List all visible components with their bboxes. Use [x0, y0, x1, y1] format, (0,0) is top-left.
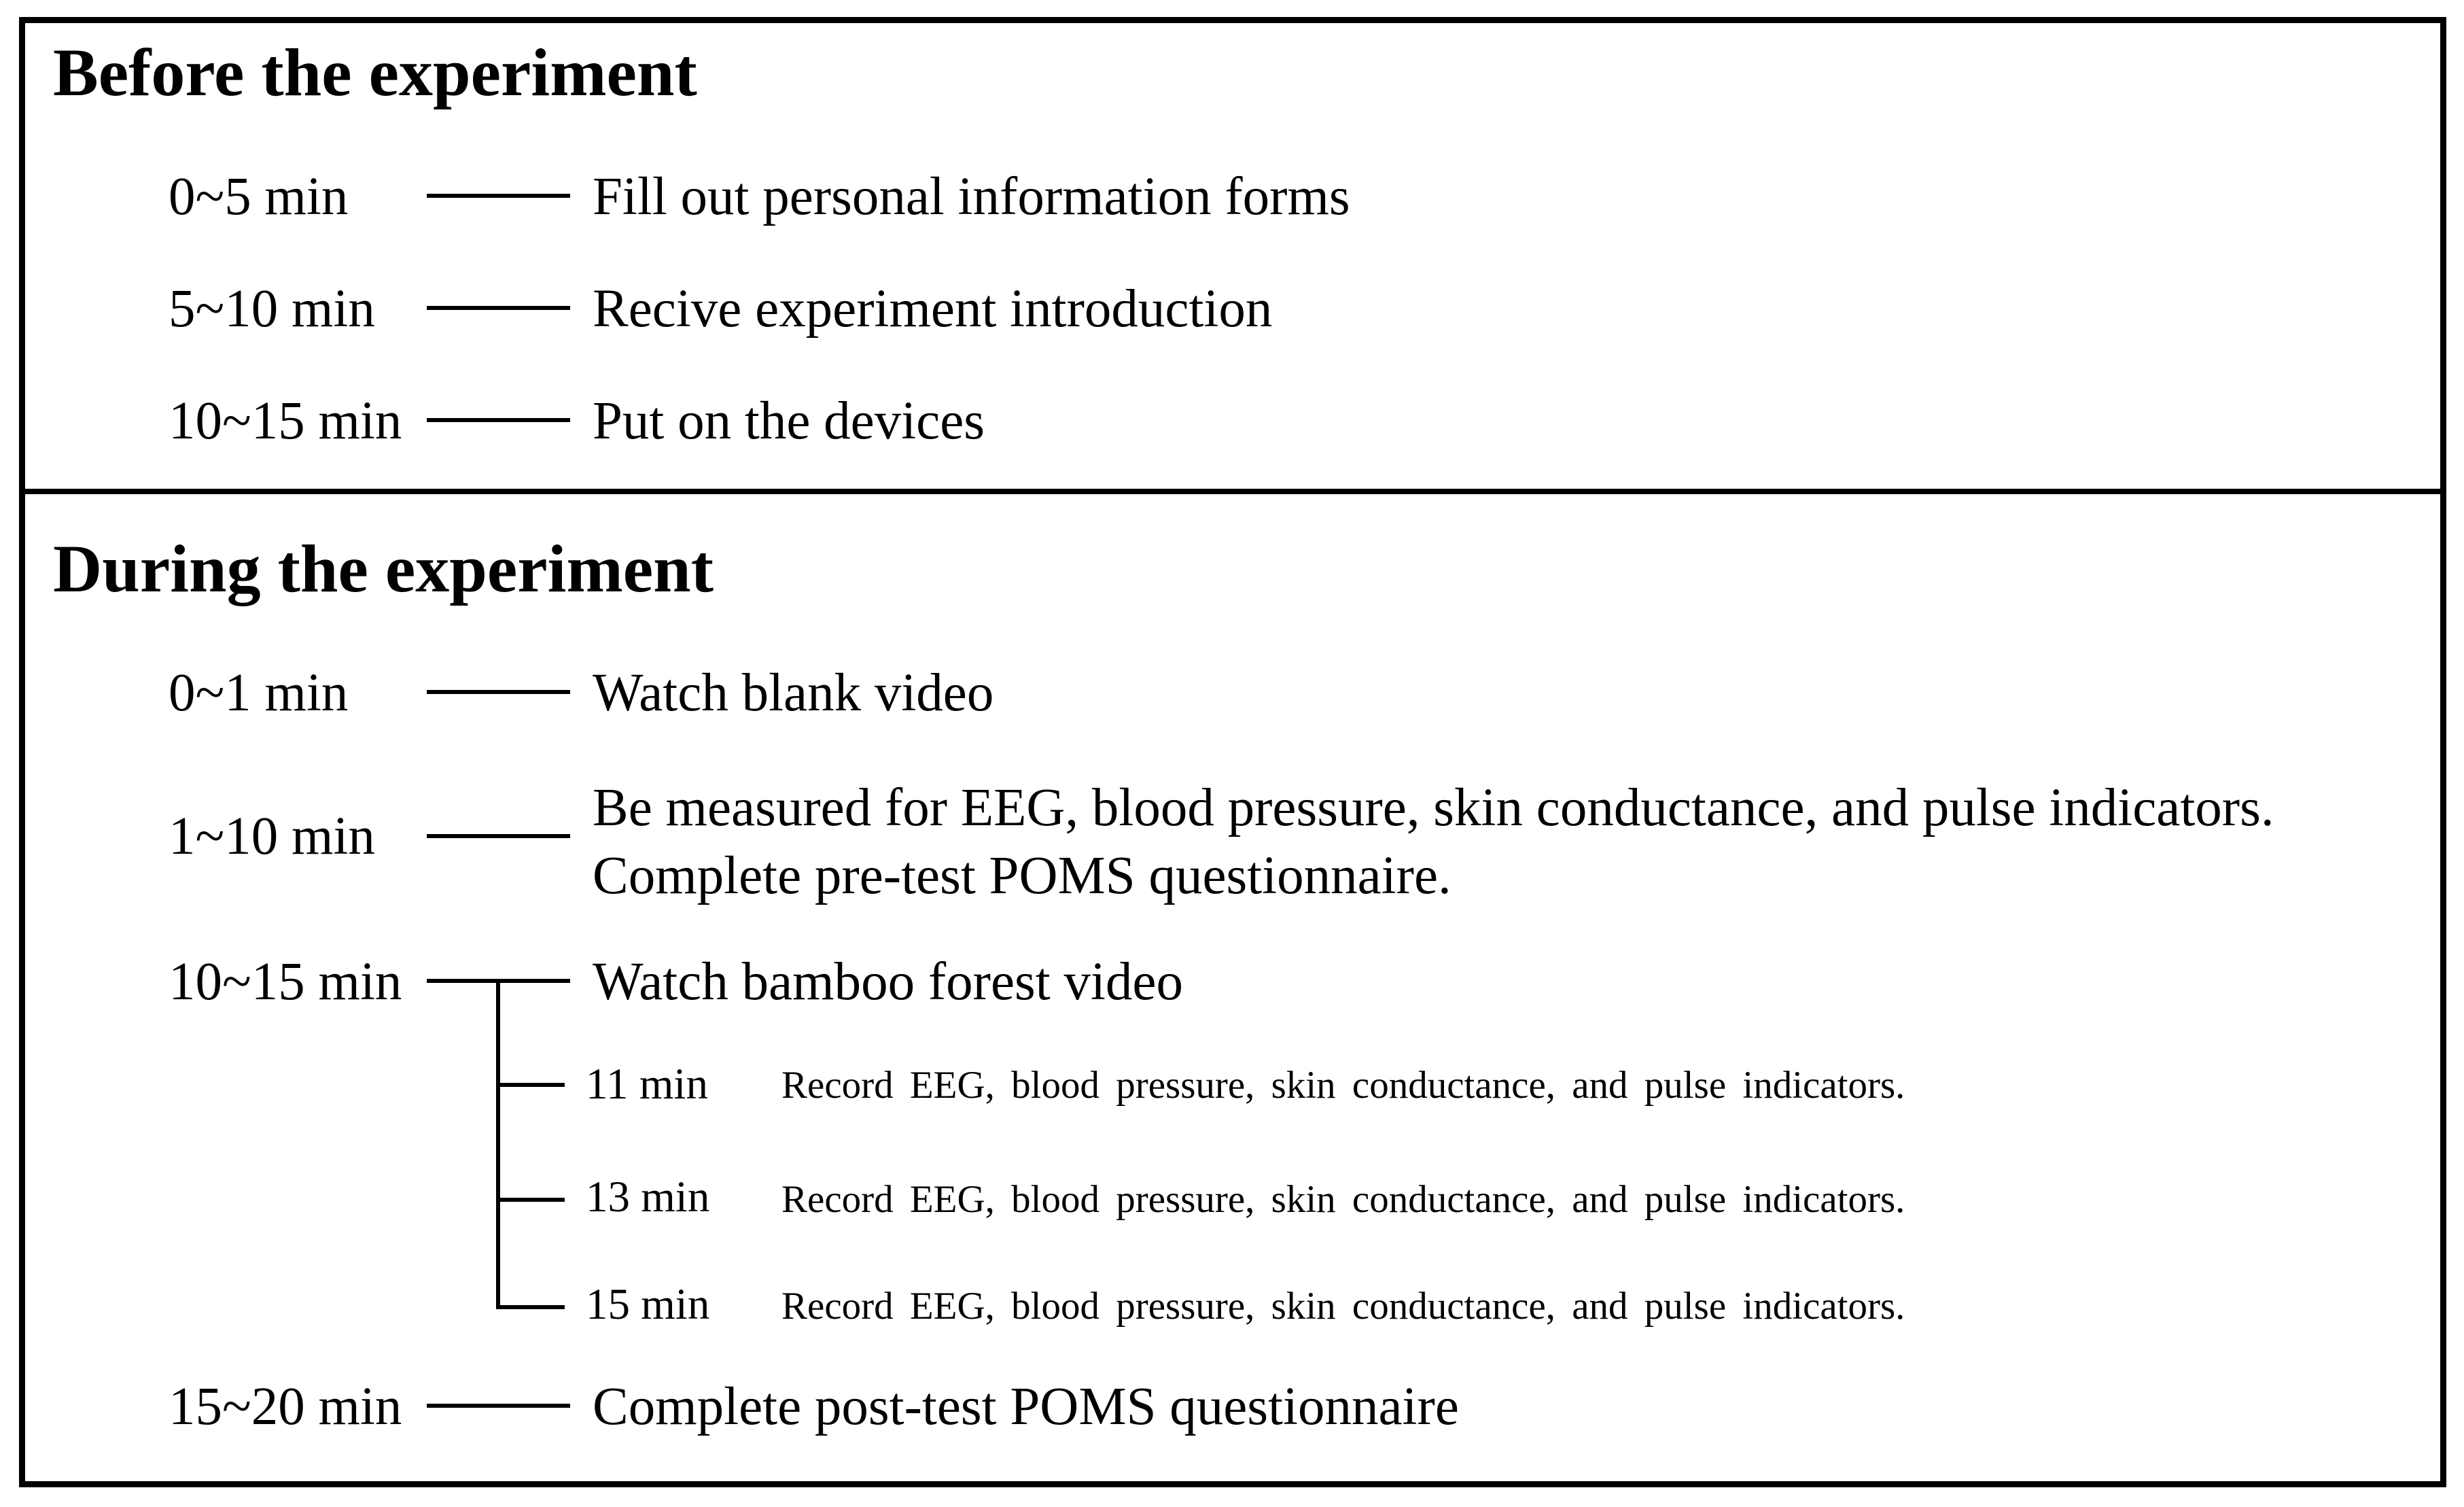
connector-line: [427, 418, 570, 422]
activity-label: Complete post-test POMS questionnaire: [593, 1377, 1459, 1436]
branch-connector-line: [496, 1305, 565, 1309]
activity-label: Recive experiment introduction: [593, 279, 1273, 339]
substep-time-label: 15 min: [586, 1280, 710, 1329]
branch-connector-line: [496, 1198, 565, 1202]
activity-label: Watch bamboo forest video: [593, 952, 1183, 1011]
time-label: 15~20 min: [169, 1377, 402, 1436]
section-title-during: During the experiment: [53, 531, 714, 606]
connector-line: [427, 690, 570, 694]
connector-line: [427, 1404, 570, 1408]
substep-time-label: 13 min: [586, 1173, 710, 1222]
branch-vertical-line: [496, 979, 500, 1309]
time-label: 10~15 min: [169, 392, 402, 451]
connector-line: [427, 834, 570, 838]
substep-activity-label: Record EEG, blood pressure, skin conduct…: [781, 1178, 1905, 1221]
time-label: 1~10 min: [169, 807, 375, 866]
activity-label: Fill out personal information forms: [593, 167, 1350, 226]
substep-activity-label: Record EEG, blood pressure, skin conduct…: [781, 1285, 1905, 1328]
connector-line: [427, 306, 570, 310]
substep-time-label: 11 min: [586, 1060, 708, 1109]
activity-label: Put on the devices: [593, 392, 985, 451]
activity-label-line1: Be measured for EEG, blood pressure, ski…: [593, 778, 2274, 837]
time-label: 5~10 min: [169, 279, 375, 339]
activity-label: Watch blank video: [593, 663, 994, 723]
activity-label-line2: Complete pre-test POMS questionnaire.: [593, 846, 1451, 905]
time-label: 10~15 min: [169, 952, 402, 1011]
connector-line: [427, 194, 570, 198]
diagram-frame: [19, 17, 2446, 1487]
section-title-before: Before the experiment: [53, 35, 697, 110]
time-label: 0~1 min: [169, 663, 349, 723]
section-divider: [19, 489, 2446, 494]
time-label: 0~5 min: [169, 167, 349, 226]
branch-connector-line: [496, 1083, 565, 1087]
substep-activity-label: Record EEG, blood pressure, skin conduct…: [781, 1064, 1905, 1107]
